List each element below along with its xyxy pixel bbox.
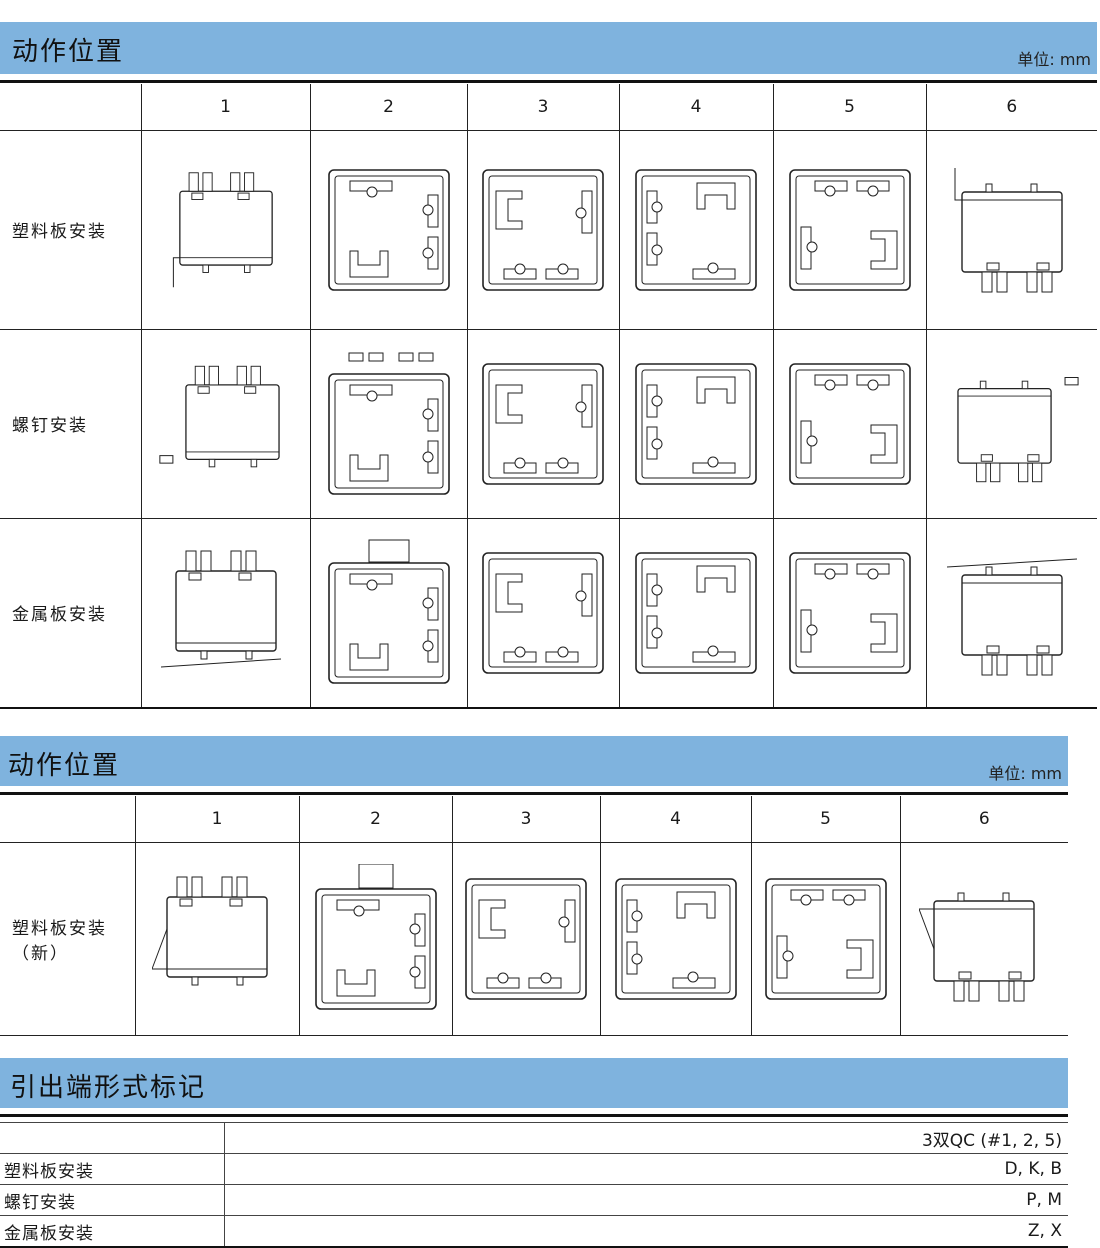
marking-value-plastic: D, K, B bbox=[224, 1153, 1068, 1185]
diagram-plastic-pos1 bbox=[140, 129, 311, 330]
diagram-new-pos1 bbox=[134, 841, 300, 1036]
section1-title: 动作位置 bbox=[12, 37, 125, 67]
row-label-plastic-mount: 塑料板安装 bbox=[0, 129, 142, 330]
terminal-marking-table: 3双QC (#1, 2, 5) 塑料板安装 D, K, B 螺钉安装 P, M … bbox=[0, 1122, 1068, 1248]
row-label-screw-mount: 螺钉安装 bbox=[0, 328, 142, 519]
section1-bottom-rule bbox=[0, 707, 1097, 709]
diagram-plastic-pos4 bbox=[618, 129, 774, 330]
column-header-1: 1 bbox=[140, 84, 311, 131]
diagram-screw-pos1 bbox=[140, 328, 311, 519]
column-header-4: 4 bbox=[599, 796, 752, 843]
column-header-5: 5 bbox=[750, 796, 901, 843]
diagram-plastic-pos3 bbox=[466, 129, 620, 330]
diagram-metal-pos2 bbox=[309, 517, 468, 708]
section2-title: 动作位置 bbox=[8, 751, 121, 781]
diagram-metal-pos3 bbox=[466, 517, 620, 708]
column-header-4: 4 bbox=[618, 84, 774, 131]
diagram-metal-pos6 bbox=[925, 517, 1097, 708]
section3-divider bbox=[0, 1114, 1068, 1117]
section1-banner: 动作位置 单位: mm bbox=[0, 22, 1097, 74]
column-header-3: 3 bbox=[451, 796, 601, 843]
diagram-screw-pos3 bbox=[466, 328, 620, 519]
section1-unit: 单位: mm bbox=[1017, 50, 1091, 69]
row-label-line1: 塑料板安装 bbox=[12, 918, 107, 939]
marking-label-metal: 金属板安装 bbox=[0, 1215, 225, 1248]
diagram-plastic-pos6 bbox=[925, 129, 1097, 330]
column-header-5: 5 bbox=[772, 84, 927, 131]
diagram-plastic-pos5 bbox=[772, 129, 927, 330]
marking-label-plastic: 塑料板安装 bbox=[0, 1153, 225, 1185]
section2-banner: 动作位置 单位: mm bbox=[0, 736, 1068, 786]
marking-label-screw: 螺钉安装 bbox=[0, 1184, 225, 1216]
column-header-2: 2 bbox=[298, 796, 453, 843]
marking-header-label bbox=[0, 1122, 225, 1154]
diagram-new-pos6 bbox=[899, 841, 1068, 1036]
row-label-line2: （新） bbox=[12, 943, 69, 964]
diagram-metal-pos4 bbox=[618, 517, 774, 708]
column-header-6: 6 bbox=[899, 796, 1068, 843]
section1-divider bbox=[0, 80, 1097, 83]
header-corner-2 bbox=[0, 796, 136, 843]
section3-title: 引出端形式标记 bbox=[10, 1073, 207, 1103]
marking-header-value: 3双QC (#1, 2, 5) bbox=[224, 1122, 1068, 1154]
row-label-metal-mount: 金属板安装 bbox=[0, 517, 142, 708]
column-header-2: 2 bbox=[309, 84, 468, 131]
diagram-metal-pos1 bbox=[140, 517, 311, 708]
column-header-1: 1 bbox=[134, 796, 300, 843]
row-label-plastic-mount-new: 塑料板安装 （新） bbox=[0, 841, 136, 1036]
section2-table: 1 2 3 4 5 6 塑料板安装 （新） bbox=[0, 796, 1068, 1036]
column-header-3: 3 bbox=[466, 84, 620, 131]
diagram-plastic-pos2 bbox=[309, 129, 468, 330]
diagram-screw-pos2 bbox=[309, 328, 468, 519]
header-corner bbox=[0, 84, 142, 131]
diagram-new-pos2 bbox=[298, 841, 453, 1036]
diagram-screw-pos4 bbox=[618, 328, 774, 519]
diagram-new-pos5 bbox=[750, 841, 901, 1036]
marking-value-screw: P, M bbox=[224, 1184, 1068, 1216]
section1-table: 1 2 3 4 5 6 塑料板安装 螺钉安装 金属板安装 bbox=[0, 84, 1097, 708]
diagram-metal-pos5 bbox=[772, 517, 927, 708]
diagram-screw-pos5 bbox=[772, 328, 927, 519]
diagram-new-pos3 bbox=[451, 841, 601, 1036]
column-header-6: 6 bbox=[925, 84, 1097, 131]
section2-unit: 单位: mm bbox=[988, 764, 1062, 783]
section2-divider bbox=[0, 792, 1068, 795]
diagram-screw-pos6 bbox=[925, 328, 1097, 519]
diagram-new-pos4 bbox=[599, 841, 752, 1036]
section3-banner: 引出端形式标记 bbox=[0, 1058, 1068, 1108]
marking-value-metal: Z, X bbox=[224, 1215, 1068, 1248]
